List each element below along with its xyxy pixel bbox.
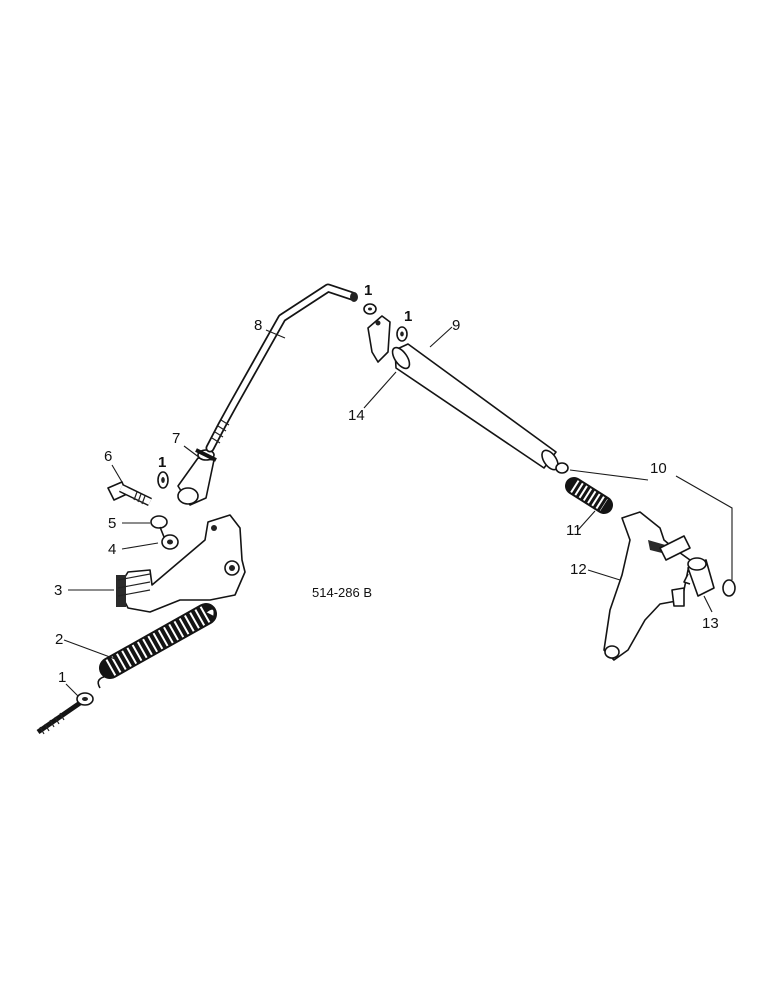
retaining-ring-left-part bbox=[555, 462, 569, 474]
tension-spring-part bbox=[97, 603, 217, 689]
actuating-rod-part bbox=[205, 283, 358, 453]
callout-washer-a: 1 bbox=[158, 454, 166, 471]
leader-lines bbox=[63, 326, 733, 697]
callout-9: 9 bbox=[452, 317, 460, 334]
callout-3: 3 bbox=[54, 582, 62, 599]
compression-spring-part bbox=[565, 477, 613, 514]
callout-13: 13 bbox=[702, 615, 719, 632]
bolt-part bbox=[107, 481, 152, 507]
pedal-lever-part bbox=[116, 514, 246, 613]
sleeve-part bbox=[683, 557, 715, 597]
callout-5: 5 bbox=[108, 515, 116, 532]
stud-part bbox=[150, 515, 168, 538]
washer-left-part bbox=[157, 471, 169, 489]
callout-14: 14 bbox=[348, 407, 365, 424]
callout-10: 10 bbox=[650, 460, 667, 477]
callout-11: 11 bbox=[566, 522, 582, 539]
retaining-ring-right-part bbox=[722, 579, 736, 597]
callout-1: 1 bbox=[58, 669, 66, 686]
callout-washer-c: 1 bbox=[404, 308, 412, 325]
clevis-part bbox=[177, 448, 217, 506]
callout-washer-b: 1 bbox=[364, 282, 372, 299]
drawing-code: 514-286 B bbox=[312, 585, 372, 600]
shift-fork-part bbox=[603, 511, 691, 661]
callout-2: 2 bbox=[55, 631, 63, 648]
eye-bolt-part bbox=[36, 692, 94, 735]
cross-shaft-part bbox=[367, 315, 559, 471]
callout-6: 6 bbox=[104, 448, 112, 465]
callout-4: 4 bbox=[108, 541, 116, 558]
callout-7: 7 bbox=[172, 430, 180, 447]
callout-labels: 1 2 3 4 5 6 7 8 9 10 11 12 13 14 1 1 1 bbox=[54, 282, 719, 686]
washer-bracket-part bbox=[396, 326, 408, 342]
callout-8: 8 bbox=[254, 317, 262, 334]
callout-12: 12 bbox=[570, 561, 587, 578]
washer-top-part bbox=[363, 303, 377, 315]
nut-part bbox=[161, 534, 179, 550]
